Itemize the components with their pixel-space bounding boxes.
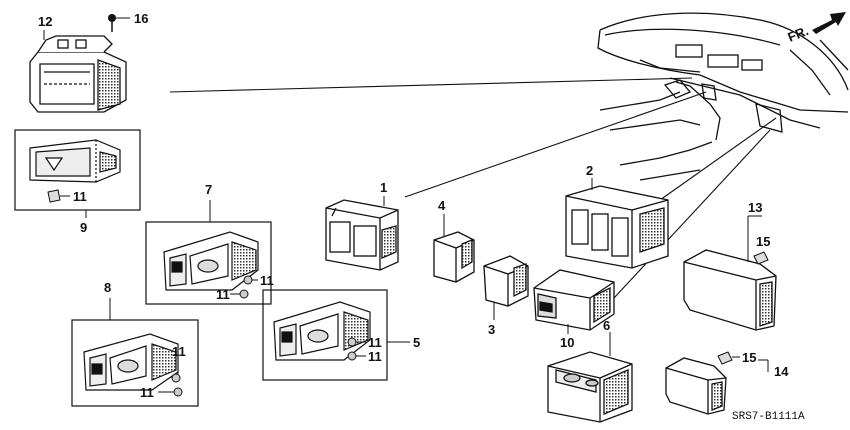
callout-11-b: 11 bbox=[260, 273, 274, 288]
callout-8: 8 bbox=[104, 280, 111, 295]
direction-indicator: FR. bbox=[786, 12, 846, 45]
diagram-code: SRS7-B1111A bbox=[732, 411, 805, 423]
callout-10: 10 bbox=[560, 335, 574, 350]
screw-16 bbox=[108, 14, 130, 32]
callout-11-e: 11 bbox=[140, 385, 154, 400]
part-2-bezel bbox=[565, 185, 669, 269]
clip-icon bbox=[753, 251, 769, 265]
callout-5: 5 bbox=[413, 335, 420, 350]
part-3-blank bbox=[483, 255, 529, 307]
callout-15-b: 15 bbox=[742, 350, 756, 365]
leader-lines bbox=[169, 77, 777, 313]
part-9-switch bbox=[29, 139, 121, 183]
direction-label: FR. bbox=[786, 23, 811, 45]
clip-icon bbox=[171, 373, 183, 397]
part-14-cover bbox=[665, 357, 727, 415]
part-5-switch bbox=[273, 301, 371, 361]
arrow-right-icon bbox=[812, 12, 846, 34]
clip-icon bbox=[239, 275, 253, 299]
callout-15-a: 15 bbox=[756, 234, 770, 249]
callout-6: 6 bbox=[603, 318, 610, 333]
callout-1: 1 bbox=[380, 180, 387, 195]
box-7: 11 11 bbox=[145, 221, 274, 305]
callout-11-f: 11 bbox=[368, 335, 382, 350]
part-12-housing bbox=[29, 35, 127, 113]
dashboard-outline bbox=[597, 12, 849, 181]
part-1-bezel bbox=[325, 199, 399, 271]
part-7-switch bbox=[163, 231, 259, 291]
callout-3: 3 bbox=[488, 322, 495, 337]
callout-11-c: 11 bbox=[216, 287, 230, 302]
box-8: 11 11 bbox=[71, 319, 199, 407]
clip-icon bbox=[717, 351, 733, 365]
box-9: 11 bbox=[14, 129, 141, 211]
part-13-cover bbox=[683, 249, 777, 331]
part-6-display bbox=[547, 351, 633, 423]
callout-9: 9 bbox=[80, 220, 87, 235]
callout-14: 14 bbox=[774, 364, 789, 379]
callout-4: 4 bbox=[438, 198, 446, 213]
callout-2: 2 bbox=[586, 163, 593, 178]
part-4-blank bbox=[433, 231, 475, 283]
callout-7: 7 bbox=[205, 182, 212, 197]
callout-13: 13 bbox=[748, 200, 762, 215]
box-5: 11 11 bbox=[262, 289, 388, 381]
callout-11-d: 11 bbox=[172, 344, 186, 359]
clip-icon bbox=[47, 189, 61, 203]
callout-11-a: 11 bbox=[73, 189, 87, 204]
callout-11-g: 11 bbox=[368, 349, 382, 364]
part-8-switch bbox=[83, 333, 179, 391]
callout-12: 12 bbox=[38, 14, 52, 29]
callout-16: 16 bbox=[134, 11, 148, 26]
part-10-switch bbox=[533, 269, 615, 331]
